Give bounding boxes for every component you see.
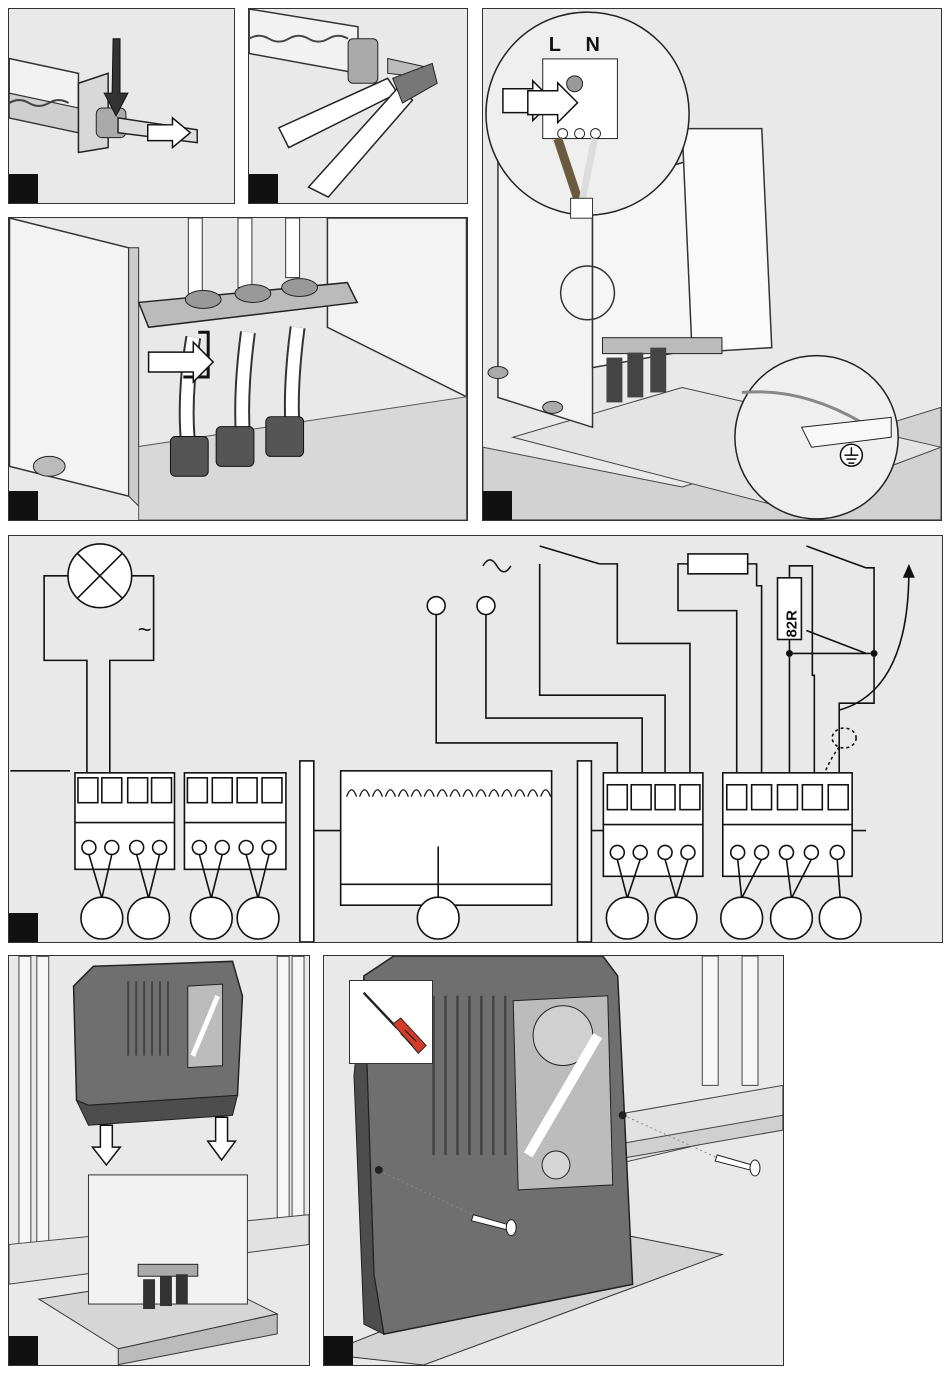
cable-clamp-illustration (9, 218, 467, 520)
step-panel-7 (323, 955, 784, 1366)
power-connection-illustration: L N (483, 9, 941, 520)
lamp-ac-symbol: ~ (138, 617, 152, 644)
pliers-illustration (249, 9, 467, 203)
neutral-terminal-label: N (586, 34, 600, 56)
step-marker (249, 174, 278, 203)
step-panel-4: L N (482, 8, 942, 521)
live-terminal-label: L (549, 34, 561, 56)
lamp-icon (68, 544, 132, 608)
screw (715, 1155, 760, 1176)
step-marker (483, 491, 512, 520)
down-arrow-icon (208, 1117, 236, 1160)
down-arrow-icon (92, 1125, 120, 1165)
ground-icon (840, 444, 862, 466)
rail-tube-illustration (9, 9, 234, 203)
step-marker (9, 174, 38, 203)
step-marker (9, 913, 38, 942)
step-panel-1 (8, 8, 235, 204)
wiring-diagram: ~ 82R (9, 536, 942, 942)
resistor-label: 82R (783, 610, 800, 638)
step-panel-3 (8, 217, 468, 521)
step-marker (324, 1336, 353, 1365)
wiring-diagram-panel: ~ 82R (8, 535, 943, 943)
step-panel-6 (8, 955, 310, 1366)
screwdriver-icon (349, 980, 433, 1064)
cover-placement-illustration (9, 956, 309, 1365)
step-marker (9, 1336, 38, 1365)
step-panel-2 (248, 8, 468, 204)
step-marker (9, 491, 38, 520)
